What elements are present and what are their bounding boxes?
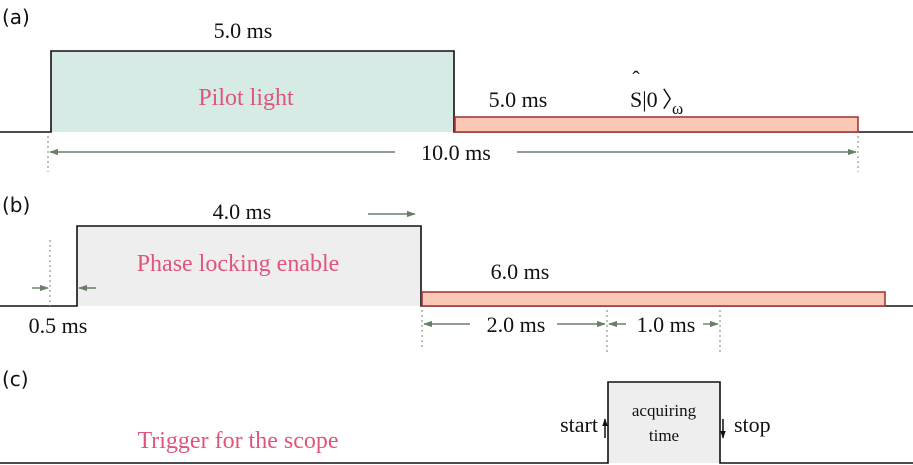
pilot-duration-label: 5.0 ms bbox=[214, 18, 273, 43]
state-rangle: 〉 bbox=[662, 87, 684, 112]
acquiring-window bbox=[608, 382, 720, 463]
squeeze-duration-label: 5.0 ms bbox=[489, 87, 548, 112]
trigger-label: Trigger for the scope bbox=[137, 428, 338, 454]
rest-duration-label: 6.0 ms bbox=[491, 259, 550, 284]
phase-locking-label: Phase locking enable bbox=[137, 251, 340, 277]
acquiring-label-line1: acquiring bbox=[632, 401, 697, 420]
start-label: start bbox=[560, 412, 598, 437]
panel-c-waveform bbox=[0, 381, 913, 464]
panel-c: (c) Trigger for the scope acquiring time… bbox=[0, 367, 913, 464]
remaining-pulse bbox=[421, 291, 886, 307]
stop-label: stop bbox=[734, 412, 771, 437]
state-symbol: S|0 bbox=[630, 87, 658, 112]
state-subscript: ω bbox=[672, 99, 683, 118]
panel-b: (b) 4.0 ms Phase locking enable 6.0 ms 0… bbox=[0, 193, 913, 352]
delay-duration-label: 0.5 ms bbox=[29, 313, 88, 338]
pilot-light-label: Pilot light bbox=[198, 85, 294, 111]
acquire-duration-label: 1.0 ms bbox=[637, 312, 696, 337]
panel-b-label: (b) bbox=[2, 193, 30, 217]
phase-duration-label: 4.0 ms bbox=[213, 199, 272, 224]
panel-c-label: (c) bbox=[2, 367, 29, 391]
total-duration-label: 10.0 ms bbox=[421, 140, 491, 165]
squeezed-state-label: ˆ S|0 〉 ω bbox=[630, 66, 684, 118]
squeezed-state-pulse bbox=[454, 116, 859, 133]
state-hat: ˆ bbox=[632, 66, 640, 91]
phase-locking-pulse bbox=[77, 226, 421, 306]
panel-a-label: (a) bbox=[2, 5, 30, 29]
acquiring-label-line2: time bbox=[649, 426, 679, 445]
wait-duration-label: 2.0 ms bbox=[487, 312, 546, 337]
pilot-light-pulse bbox=[51, 51, 454, 132]
panel-a: (a) 5.0 ms Pilot light 5.0 ms ˆ S|0 〉 ω … bbox=[0, 5, 913, 172]
